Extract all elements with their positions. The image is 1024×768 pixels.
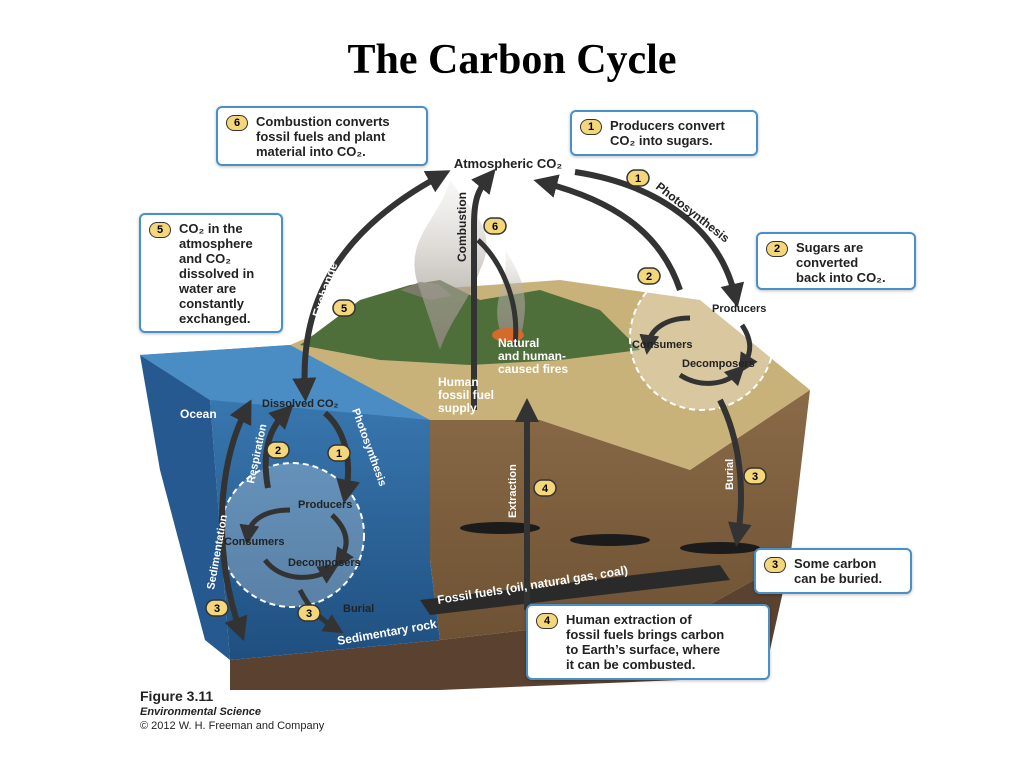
book-title: Environmental Science <box>140 706 262 718</box>
badge-5-exchange: 5 <box>332 299 356 317</box>
combustion-label: Combustion <box>455 192 469 262</box>
ocean-burial-label: Burial <box>343 603 374 615</box>
callout-number: 3 <box>764 557 786 573</box>
callout-text: Human extraction of fossil fuels brings … <box>566 612 725 672</box>
callout-1-producers: 1 Producers convert CO₂ into sugars. <box>570 110 758 156</box>
callout-2-sugars: 2 Sugars are converted back into CO₂. <box>756 232 916 290</box>
extraction-label: Extraction <box>507 464 519 518</box>
svg-text:2: 2 <box>275 445 281 457</box>
ocean-cycle-arrow-1 <box>239 507 291 545</box>
callout-text: Producers convert CO₂ into sugars. <box>610 118 725 148</box>
coal-deposit <box>680 542 760 554</box>
natural-fires-label: Natural and human- caused fires <box>498 336 569 376</box>
land-consumers-label: Consumers <box>632 339 693 351</box>
figure-caption: Figure 3.11 Environmental Science © 2012… <box>140 688 324 733</box>
ocean-block <box>140 345 440 660</box>
land-cycle-arrow-3 <box>678 364 746 387</box>
callout-number: 5 <box>149 222 171 238</box>
human-fossil-fuel-label: Human fossil fuel supply <box>438 375 497 415</box>
svg-text:4: 4 <box>542 483 549 495</box>
svg-text:3: 3 <box>214 603 220 615</box>
badge-2-ocean: 2 <box>266 441 290 459</box>
callout-6-combustion: 6 Combustion converts fossil fuels and p… <box>216 106 428 166</box>
callout-number: 2 <box>766 241 788 257</box>
callout-number: 1 <box>580 119 602 135</box>
svg-text:2: 2 <box>646 271 652 283</box>
land-cycle-arrow-1 <box>639 315 691 355</box>
callout-number: 4 <box>536 613 558 629</box>
photosynthesis-arrow <box>574 169 745 308</box>
copyright-notice: © 2012 W. H. Freeman and Company <box>140 720 325 732</box>
ocean-left-face <box>140 355 230 660</box>
oil-deposit <box>460 522 540 534</box>
land-cycle-arrow-2 <box>738 323 758 374</box>
svg-text:3: 3 <box>752 471 758 483</box>
callout-number: 6 <box>226 115 248 131</box>
combustion-arrow <box>471 168 496 410</box>
gas-deposit <box>570 534 650 546</box>
badge-1-ocean: 1 <box>327 444 351 462</box>
land-burial-label: Burial <box>724 459 736 490</box>
callout-5-exchange: 5 CO₂ in the atmosphere and CO₂ dissolve… <box>139 213 283 333</box>
badge-3-sedimentation: 3 <box>205 599 229 617</box>
callout-text: Sugars are converted back into CO₂. <box>796 240 886 285</box>
photosynthesis-label: Photosynthesis <box>653 179 732 245</box>
respiration-label: Respiration <box>586 213 647 265</box>
ocean-consumers-label: Consumers <box>224 536 285 548</box>
sedimentation-arrow <box>219 399 252 642</box>
callout-text: Combustion converts fossil fuels and pla… <box>256 114 390 159</box>
callout-4-extraction: 4 Human extraction of fossil fuels bring… <box>526 604 770 680</box>
badge-2-respiration: 2 <box>637 267 661 285</box>
burial-arrow-land <box>717 398 752 547</box>
svg-text:1: 1 <box>336 448 342 460</box>
svg-text:1: 1 <box>635 173 641 185</box>
callout-text: CO₂ in the atmosphere and CO₂ dissolved … <box>179 221 255 326</box>
exchange-arrow <box>292 170 451 402</box>
ocean-cycle-arrow-2 <box>330 513 354 569</box>
badge-4-extraction: 4 <box>533 479 557 497</box>
svg-text:3: 3 <box>306 608 312 620</box>
ocean-biology-circle <box>219 462 365 608</box>
callout-3-burial: 3 Some carbon can be buried. <box>754 548 912 594</box>
figure-number: Figure 3.11 <box>140 688 214 704</box>
ocean-label: Ocean <box>180 407 217 421</box>
badge-3-ocean-burial: 3 <box>297 604 321 622</box>
dissolved-co2-label: Dissolved CO₂ <box>262 398 339 410</box>
ocean-respiration-arrow <box>262 404 294 489</box>
atmospheric-co2-label: Atmospheric CO₂ <box>454 156 563 171</box>
ocean-decomposers-label: Decomposers <box>288 557 361 569</box>
page-title: The Carbon Cycle <box>347 37 677 83</box>
badge-3-land: 3 <box>743 467 767 485</box>
callout-text: Some carbon can be buried. <box>794 556 883 586</box>
badge-6: 6 <box>483 217 507 235</box>
ocean-producers-label: Producers <box>298 499 352 511</box>
fossil-fuel-band <box>420 565 730 615</box>
svg-text:5: 5 <box>341 303 347 315</box>
respiration-arrow <box>533 174 683 291</box>
badge-1-photosynthesis: 1 <box>626 169 650 187</box>
land-producers-label: Producers <box>712 303 766 315</box>
ocean-cycle-arrow-3 <box>263 558 339 584</box>
land-decomposers-label: Decomposers <box>682 358 755 370</box>
fire-combustion-arrow <box>476 238 519 346</box>
svg-text:6: 6 <box>492 221 498 233</box>
